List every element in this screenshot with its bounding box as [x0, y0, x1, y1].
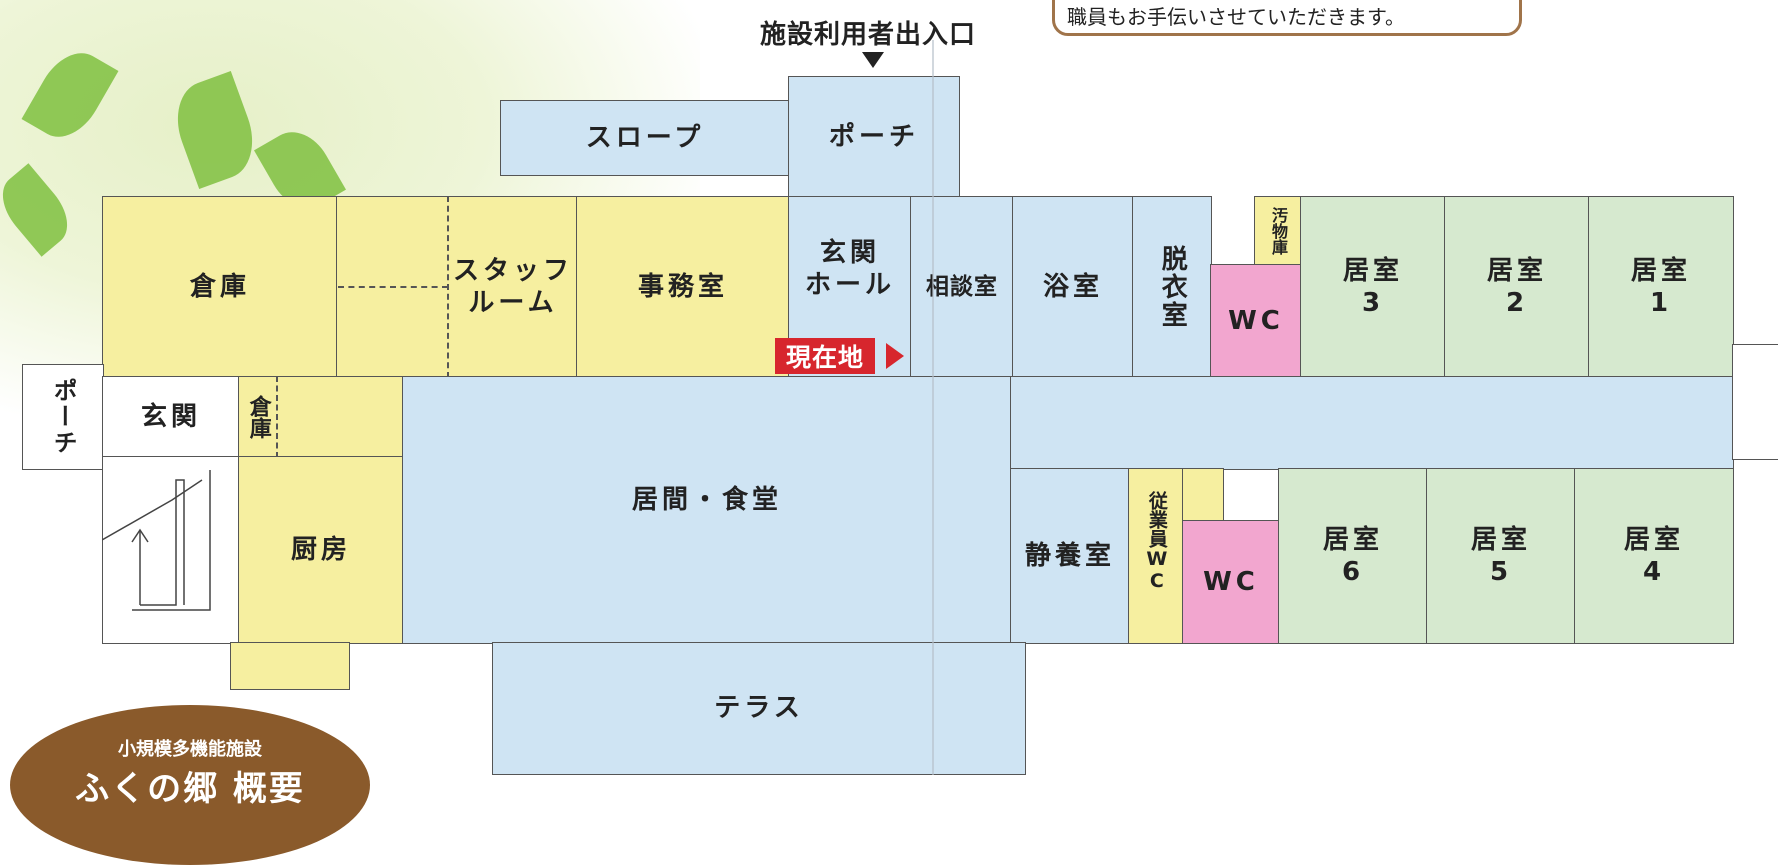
entrance-label: 施設利用者出入口	[760, 20, 977, 50]
facility-badge: 小規模多機能施設 ふくの郷 概要	[10, 705, 370, 865]
current-location-arrow-icon	[886, 343, 904, 369]
room-wc-top[interactable]: WC	[1210, 264, 1302, 378]
room-kitchen[interactable]: 厨房	[238, 456, 404, 644]
room-office[interactable]: 事務室	[576, 196, 790, 378]
room-3[interactable]: 居室 3	[1300, 196, 1446, 378]
room-storage-small[interactable]: 倉庫	[238, 376, 278, 458]
room-2[interactable]: 居室 2	[1444, 196, 1590, 378]
room-label: 居室 2	[1486, 255, 1547, 319]
room-4[interactable]: 居室 4	[1574, 468, 1734, 644]
current-location-badge: 現在地	[775, 338, 875, 374]
room-storage-small-ext	[276, 376, 404, 458]
room-label: 事務室	[637, 271, 728, 302]
badge-subtitle: 小規模多機能施設	[118, 739, 262, 760]
room-1[interactable]: 居室 1	[1588, 196, 1734, 378]
room-label: 倉庫	[189, 271, 250, 302]
room-dressing[interactable]: 脱衣室	[1132, 196, 1212, 378]
room-terrace[interactable]: テラス	[492, 642, 1026, 775]
room-staff-wc-ext	[1182, 468, 1224, 522]
room-label: 居間・食堂	[631, 484, 782, 515]
room-soiled-storage[interactable]: 汚物庫	[1254, 196, 1302, 266]
arrow-down-icon	[862, 52, 884, 68]
room-label: 玄関	[140, 401, 201, 432]
room-porch-left[interactable]: ポーチ	[22, 364, 104, 470]
room-label: 厨房	[290, 534, 351, 565]
room-consult[interactable]: 相談室	[910, 196, 1014, 378]
room-storage-big[interactable]: 倉庫	[102, 196, 338, 378]
room-5[interactable]: 居室 5	[1426, 468, 1576, 644]
room-entrance[interactable]: 玄関	[102, 376, 240, 458]
room-porch-top[interactable]: ポーチ	[788, 76, 960, 198]
room-label: WC	[1203, 566, 1259, 597]
room-label: 居室 6	[1322, 524, 1383, 588]
room-label: 居室 1	[1630, 255, 1691, 319]
room-label: 浴室	[1042, 271, 1103, 302]
badge-title: ふくの郷 概要	[75, 769, 305, 809]
room-staff-wc[interactable]: 従業員WC	[1128, 468, 1184, 644]
room-label: 従業員WC	[1145, 490, 1168, 592]
room-label: 居室 5	[1470, 524, 1531, 588]
room-label: 静養室	[1024, 540, 1115, 571]
room-bath[interactable]: 浴室	[1012, 196, 1134, 378]
room-label: 汚物庫	[1269, 207, 1288, 255]
room-stairwell	[102, 456, 240, 644]
room-label: 相談室	[926, 273, 998, 300]
room-6[interactable]: 居室 6	[1278, 468, 1428, 644]
room-slope[interactable]: スロープ	[500, 100, 790, 176]
stairs-icon	[102, 470, 211, 611]
room-label: スロープ	[585, 122, 705, 153]
room-label: スタッフ ルーム	[452, 255, 573, 319]
room-staff[interactable]: スタッフ ルーム	[447, 196, 578, 378]
room-living-dining[interactable]: 居間・食堂	[402, 376, 1012, 644]
note-callout: 職員もお手伝いさせていただきます。	[1052, 0, 1522, 36]
room-label: 倉庫	[245, 395, 271, 439]
dashed-partition	[338, 286, 448, 288]
porch-right-stub	[1732, 344, 1778, 460]
room-label: 居室 3	[1342, 255, 1403, 319]
room-kitchen-ext	[230, 642, 350, 690]
corridor	[1010, 376, 1734, 470]
room-label: 居室 4	[1623, 524, 1684, 588]
room-rest[interactable]: 静養室	[1010, 468, 1130, 644]
room-label: 玄関 ホール	[804, 237, 895, 301]
room-label: テラス	[714, 693, 804, 724]
fold-line	[932, 40, 934, 775]
room-label: ポーチ	[828, 121, 919, 152]
note-text: 職員もお手伝いさせていただきます。	[1067, 5, 1405, 29]
room-label: WC	[1228, 305, 1284, 336]
room-wc-bottom[interactable]: WC	[1182, 520, 1280, 644]
room-label: 脱衣室	[1157, 245, 1188, 329]
room-label: ポーチ	[49, 378, 77, 456]
